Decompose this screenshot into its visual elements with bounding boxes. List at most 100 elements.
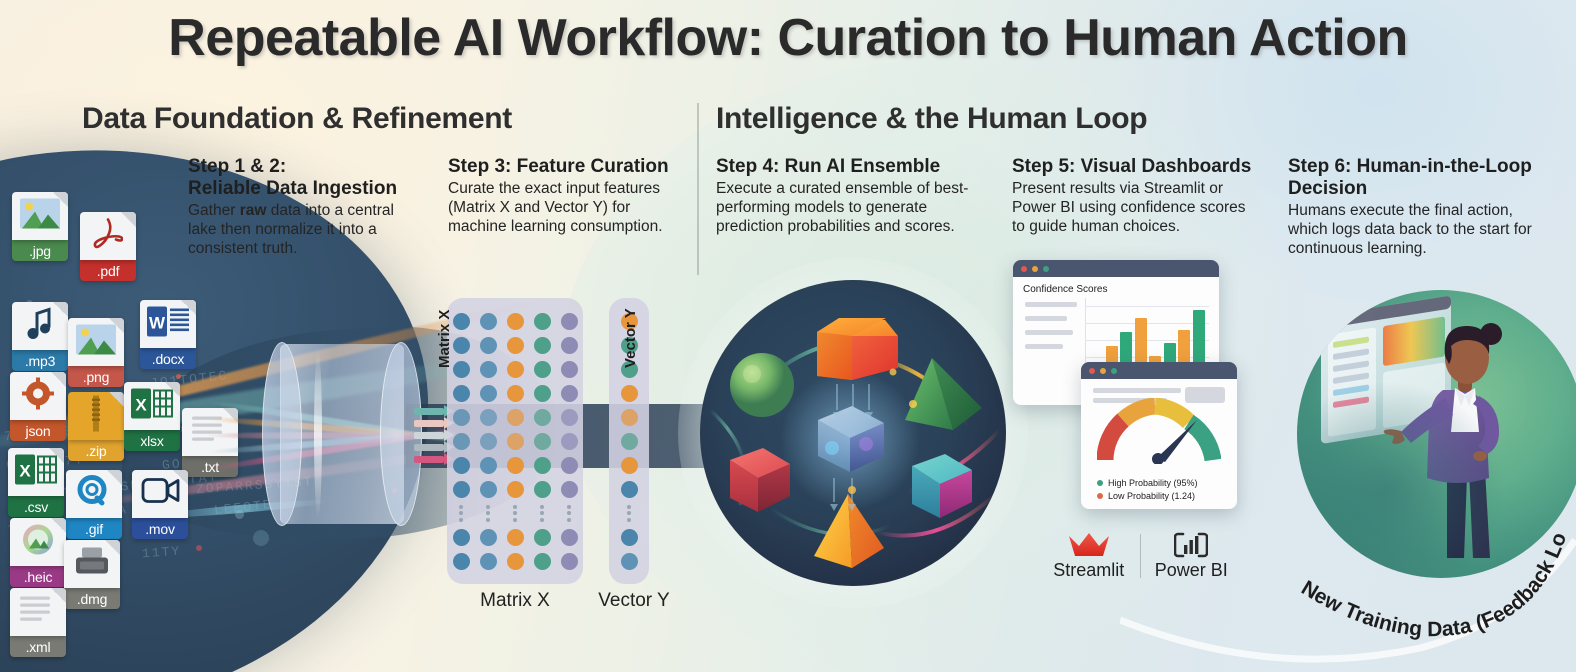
normalization-funnel (205, 342, 456, 526)
file-icon-glyph-music (27, 307, 53, 345)
matrix-dot (533, 432, 551, 450)
matrix-dot (533, 552, 551, 570)
matrix-dot (479, 528, 497, 546)
matrix-cell (448, 357, 475, 381)
matrix-x-card (447, 298, 583, 584)
placeholder-line (1025, 344, 1063, 349)
file-icon-glyph-text (20, 595, 56, 630)
window-minimize-dot[interactable] (1100, 367, 1106, 374)
matrix-x-caption: Matrix X (480, 590, 550, 611)
vector-cell-ellipsis (616, 501, 643, 525)
file-icon-fold (51, 372, 66, 387)
file-icon-label-jpg: .jpg (12, 240, 68, 261)
file-icon-xml[interactable]: .xml (10, 588, 66, 657)
matrix-cell (556, 309, 583, 333)
matrix-dot (506, 408, 524, 426)
step-5-heading: Step 5: Visual Dashboards (1012, 156, 1252, 177)
matrix-cell (556, 333, 583, 357)
matrix-dot (506, 552, 524, 570)
window-maximize-dot[interactable] (1043, 265, 1049, 272)
file-icon-png[interactable]: .png (68, 318, 124, 387)
window-close-dot[interactable] (1021, 265, 1027, 272)
window-maximize-dot[interactable] (1111, 367, 1117, 374)
matrix-dot (479, 552, 497, 570)
file-icon-gif[interactable]: .gif (66, 470, 122, 539)
file-icon-glyph-excel: X (131, 388, 173, 424)
matrix-cell (529, 333, 556, 357)
matrix-dot (452, 528, 470, 546)
file-icon-glyph-image (20, 198, 60, 234)
chart-gridline (1085, 357, 1209, 358)
matrix-dot (479, 408, 497, 426)
file-icon-page-png (68, 318, 124, 366)
vector-cell (616, 429, 643, 453)
file-icon-page-dmg (64, 540, 120, 588)
file-icon-heic[interactable]: .heic (10, 518, 66, 587)
file-icon-label-pdf: .pdf (80, 260, 136, 281)
file-icon-page-zip (68, 392, 124, 440)
file-icon-fold (107, 470, 122, 485)
matrix-cell (502, 309, 529, 333)
file-icon-pdf[interactable]: .pdf (80, 212, 136, 281)
gauge-window[interactable]: High Probability (95%) Low Probability (… (1081, 362, 1237, 509)
file-icon-mov[interactable]: .mov (132, 470, 188, 539)
page-title: Repeatable AI Workflow: Curation to Huma… (168, 9, 1408, 67)
file-icon-glyph-zip (88, 395, 104, 437)
lake-sparkle (235, 510, 244, 519)
step-3-heading: Step 3: Feature Curation (448, 156, 669, 177)
step-4-body: Execute a curated ensemble of best-perfo… (716, 179, 969, 235)
file-icon-page-mp3 (12, 302, 68, 350)
window-close-dot[interactable] (1089, 367, 1095, 374)
file-icon-label-png: .png (68, 366, 124, 387)
file-icon-label-docx: .docx (140, 348, 196, 369)
file-icon-zip[interactable]: .zip (68, 392, 124, 461)
vector-dot (620, 336, 638, 354)
vector-dot (620, 552, 638, 570)
matrix-cell (448, 333, 475, 357)
svg-text:W: W (149, 314, 166, 333)
legend-dot-low (1097, 493, 1103, 499)
matrix-cell (448, 429, 475, 453)
matrix-cell (475, 357, 502, 381)
file-icon-dmg[interactable]: .dmg (64, 540, 120, 609)
window-minimize-dot[interactable] (1032, 265, 1038, 272)
step-1-2-heading: Step 1 & 2: Reliable Data Ingestion (188, 156, 418, 200)
matrix-dot (533, 408, 551, 426)
chart-gridline (1085, 306, 1209, 307)
vector-dot (620, 456, 638, 474)
step-1-2-body-pre: Gather (188, 201, 240, 219)
vector-cell (616, 477, 643, 501)
matrix-dot (479, 336, 497, 354)
matrix-dot (560, 528, 578, 546)
matrix-dot (452, 360, 470, 378)
matrix-cell-ellipsis (475, 501, 502, 525)
vector-y-card (609, 298, 649, 584)
matrix-cell (502, 405, 529, 429)
vector-dot (620, 408, 638, 426)
file-icon-label-csv: .csv (8, 496, 64, 517)
gauge-legend: High Probability (95%) Low Probability (… (1097, 478, 1198, 501)
matrix-cell (556, 477, 583, 501)
file-icon-fold (121, 212, 136, 227)
powerbi-logo-group[interactable]: Power BI (1143, 532, 1241, 581)
matrix-dot (533, 312, 551, 330)
matrix-cell (448, 549, 475, 573)
matrix-dot (452, 552, 470, 570)
file-icon-fold (181, 300, 196, 315)
streamlit-logo-group[interactable]: Streamlit (1040, 532, 1138, 581)
legend-label-low: Low Probability (1.24) (1108, 491, 1196, 501)
lake-sparkle (196, 545, 202, 551)
file-icon-mp3[interactable]: .mp3 (12, 302, 68, 371)
file-icon-label-json: json (10, 420, 66, 441)
vector-cell (616, 525, 643, 549)
file-icon-json[interactable]: json (10, 372, 66, 441)
file-icon-jpg[interactable]: .jpg (12, 192, 68, 261)
legend-dot-high (1097, 480, 1103, 486)
matrix-cell (502, 525, 529, 549)
matrix-cell (556, 549, 583, 573)
vector-dot (620, 360, 638, 378)
file-icon-csv[interactable]: X.csv (8, 448, 64, 517)
matrix-row (448, 525, 583, 549)
file-icon-docx[interactable]: W .docx (140, 300, 196, 369)
